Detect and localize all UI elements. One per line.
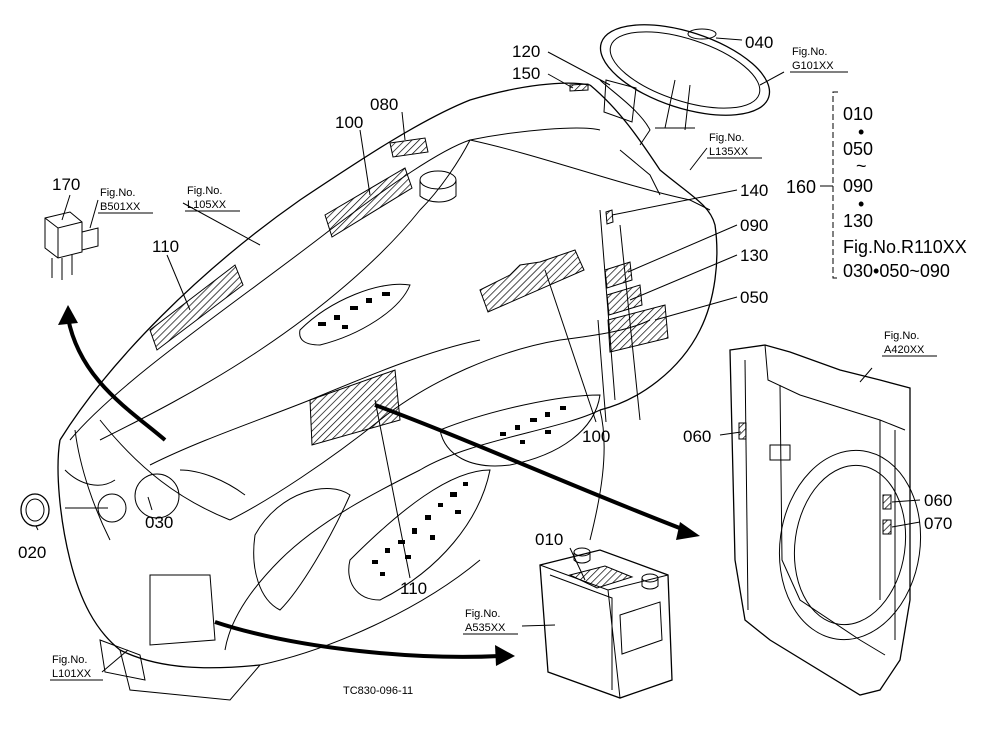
fig-l105-code: L105XX [187, 199, 227, 211]
fig-a420-label: Fig.No. [884, 330, 919, 342]
callout-170: 170 [52, 175, 80, 194]
side-list-item: 050 [843, 139, 873, 159]
side-list-item: • [858, 194, 864, 214]
decal-130 [606, 284, 643, 316]
decal-100-top [324, 167, 413, 238]
callout-040: 040 [745, 33, 773, 52]
callout-050: 050 [740, 288, 768, 307]
callout-130: 130 [740, 246, 768, 265]
fig-a535-code: A535XX [465, 622, 506, 634]
callout-100-top: 100 [335, 113, 363, 132]
drawing-reference: TC830-096-11 [343, 685, 413, 697]
decal-050 [607, 304, 669, 353]
callout-120: 120 [512, 42, 540, 61]
fig-a420-code: A420XX [884, 344, 925, 356]
callout-labels: 040 120 150 080 100 170 110 140 090 130 … [18, 33, 952, 598]
battery-drawing [539, 547, 673, 699]
side-list: 160 010 • 050 ~ 090 • 130 Fig.No.R110XX … [786, 104, 967, 281]
decal-100-side [479, 249, 585, 313]
callout-030: 030 [145, 513, 173, 532]
callout-140: 140 [740, 181, 768, 200]
callout-070: 070 [924, 514, 952, 533]
fig-l101-label: Fig.No. [52, 654, 87, 666]
callout-020: 020 [18, 543, 46, 562]
decal-150 [569, 83, 589, 92]
side-list-item: 030•050~090 [843, 261, 950, 281]
decal-140 [605, 209, 614, 225]
side-list-label: 160 [786, 177, 816, 197]
side-list-bracket [820, 91, 838, 279]
fig-l101-code: L101XX [52, 668, 92, 680]
fig-l105-label: Fig.No. [187, 185, 222, 197]
fig-b501-label: Fig.No. [100, 187, 135, 199]
fig-l135-code: L135XX [709, 146, 749, 158]
decal-080 [389, 137, 429, 158]
decal-090 [604, 261, 633, 289]
decal-110-front [309, 369, 401, 446]
callout-110-left: 110 [152, 237, 179, 256]
side-list-item: 090 [843, 176, 873, 196]
figure-references: Fig.No. G101XX Fig.No. L135XX Fig.No. L1… [52, 46, 925, 680]
side-list-item: 010 [843, 104, 873, 124]
cap-part-drawing [20, 493, 50, 527]
side-list-item: ~ [856, 156, 867, 176]
leader-lines [35, 37, 937, 681]
callout-080: 080 [370, 95, 398, 114]
direction-arrows [58, 305, 700, 666]
decal-110-left [149, 264, 244, 351]
callout-150: 150 [512, 64, 540, 83]
fig-a535-label: Fig.No. [465, 608, 500, 620]
callout-100-side: 100 [582, 427, 610, 446]
relay-part-drawing [44, 211, 99, 280]
side-list-item: • [858, 122, 864, 142]
callout-010: 010 [535, 530, 563, 549]
fig-g101-label: Fig.No. [792, 46, 827, 58]
side-list-item: Fig.No.R110XX [843, 237, 967, 257]
decal-labels [149, 83, 669, 446]
fig-g101-code: G101XX [792, 60, 834, 72]
radiator-shroud-drawing [729, 344, 922, 696]
side-list-item: 130 [843, 211, 873, 231]
callout-110-front: 110 [400, 579, 427, 598]
fig-b501-code: B501XX [100, 201, 141, 213]
callout-060-right: 060 [924, 491, 952, 510]
callout-090: 090 [740, 216, 768, 235]
fig-l135-label: Fig.No. [709, 132, 744, 144]
callout-060-left: 060 [683, 427, 711, 446]
